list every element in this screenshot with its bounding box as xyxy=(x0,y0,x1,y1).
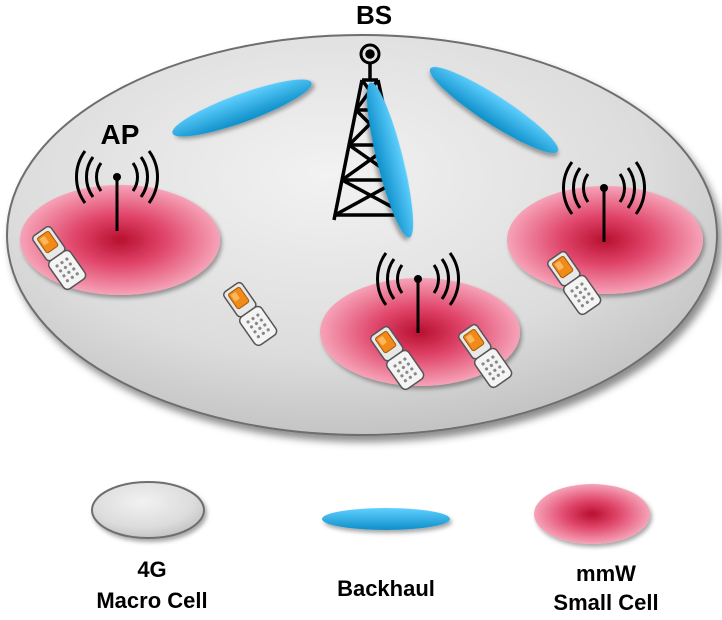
backhaul-beam-left xyxy=(172,79,312,137)
legend-small-line1: mmW xyxy=(576,561,636,586)
ap-label: AP xyxy=(101,119,140,150)
small-cell-center xyxy=(320,278,520,386)
legend-small-line2: Small Cell xyxy=(553,590,658,615)
legend-backhaul-swatch xyxy=(322,508,450,530)
legend-small-cell-swatch xyxy=(534,484,650,544)
bs-label: BS xyxy=(356,0,392,30)
backhaul-beam-right xyxy=(429,66,559,154)
legend-macro-line2: Macro Cell xyxy=(96,588,207,613)
legend-macro-cell-swatch xyxy=(91,481,205,539)
legend-backhaul: Backhaul xyxy=(337,576,435,601)
backhaul-beam-center xyxy=(366,82,414,238)
legend-macro-line1: 4G xyxy=(137,557,166,582)
